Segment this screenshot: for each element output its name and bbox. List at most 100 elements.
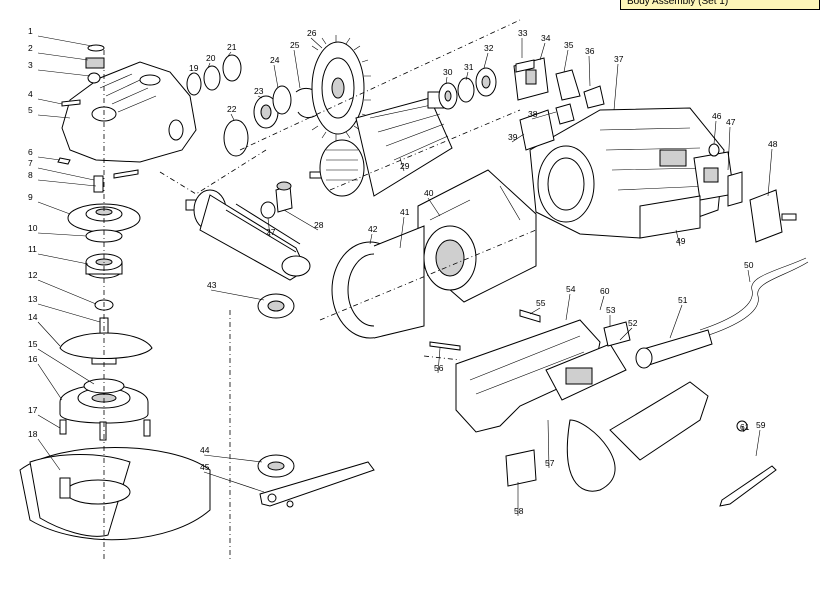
callout-21: 21: [227, 42, 237, 52]
callout-leader-44: [203, 454, 263, 463]
callout-4: 4: [28, 89, 33, 99]
callout-40: 40: [424, 188, 434, 198]
callout-46: 46: [712, 111, 722, 121]
callout-leader-24: [273, 64, 279, 89]
callout-53: 53: [606, 305, 616, 315]
part-21-drawing: [222, 54, 242, 82]
callout-54: 54: [566, 284, 576, 294]
callout-leader-12: [37, 279, 97, 305]
callout-30: 30: [443, 67, 453, 77]
callout-leader-57: [547, 419, 550, 469]
callout-leader-15: [37, 348, 95, 385]
callout-23: 23: [254, 86, 264, 96]
part-46-drawing: [708, 143, 720, 157]
screw-17b-drawing: [99, 421, 107, 441]
callout-leader-14: [37, 321, 61, 347]
callout-20: 20: [206, 53, 216, 63]
callout-31: 31: [464, 62, 474, 72]
callout-leader-6: [37, 156, 61, 161]
callout-1: 1: [28, 26, 33, 36]
callout-leader-32: [483, 52, 489, 69]
bevel-gear-drawing: [311, 35, 371, 141]
screw-17a-drawing: [59, 419, 67, 435]
callout-36: 36: [585, 46, 595, 56]
handle-half-drawing: [455, 319, 601, 433]
callout-leader-46: [713, 120, 717, 145]
callout-7: 7: [28, 158, 33, 168]
fan-baffle-drawing: [331, 225, 425, 339]
part-spring-drawing: [85, 57, 105, 69]
callout-leader-34: [539, 42, 546, 61]
wheel-guard-drawing: [19, 447, 211, 541]
callout-leader-1: [37, 35, 93, 47]
spring-clip-drawing: [59, 332, 153, 359]
callout-leader-31: [465, 71, 469, 81]
part-39-drawing: [519, 109, 555, 151]
callout-leader-19: [188, 72, 194, 77]
callout-35: 35: [564, 40, 574, 50]
callout-57: 57: [545, 458, 555, 468]
callout-leader-50: [747, 269, 751, 283]
retaining-ring-drawing: [85, 229, 123, 243]
callout-2: 2: [28, 43, 33, 53]
callout-44: 44: [200, 445, 210, 455]
callout-leader-23: [257, 95, 263, 99]
part-20-drawing: [203, 65, 221, 91]
callout-43: 43: [207, 280, 217, 290]
bearing-44-drawing: [257, 454, 295, 478]
callout-29: 29: [400, 161, 410, 171]
callout-leader-10: [37, 232, 87, 237]
callout-leader-40: [427, 197, 441, 217]
rear-handle-drawing: [566, 381, 709, 492]
callout-25: 25: [290, 40, 300, 50]
part-30-drawing: [438, 82, 458, 110]
cord-drawing: [699, 257, 809, 337]
callout-42: 42: [368, 224, 378, 234]
part-27-drawing: [260, 201, 276, 219]
lock-plate-drawing: [259, 461, 375, 508]
callout-leader-8: [37, 179, 97, 187]
screw-17c-drawing: [143, 419, 151, 437]
stator-drawing: [417, 169, 537, 303]
callout-leader-25: [293, 49, 301, 89]
callout-leader-60: [599, 295, 605, 311]
callout-leader-48: [767, 148, 773, 197]
callout-16: 16: [28, 354, 38, 364]
callout-leader-43: [210, 289, 265, 301]
callout-leader-30: [445, 76, 448, 85]
callout-47: 47: [726, 117, 736, 127]
callout-leader-9: [37, 201, 71, 215]
callout-37: 37: [614, 54, 624, 64]
side-handle-drawing: [185, 189, 311, 281]
callout-leader-21: [227, 51, 232, 57]
callout-leader-56: [437, 347, 441, 374]
callout-13: 13: [28, 294, 38, 304]
part-53-drawing: [603, 321, 631, 347]
part-55-drawing: [519, 309, 541, 323]
callout-27: 27: [266, 227, 276, 237]
callout-28: 28: [314, 220, 324, 230]
callout-6: 6: [28, 147, 33, 157]
callout-18: 18: [28, 429, 38, 439]
callout-32: 32: [484, 43, 494, 53]
callout-leader-41: [399, 216, 405, 249]
callout-33: 33: [518, 28, 528, 38]
callout-leader-51: [669, 304, 683, 339]
part-58-drawing: [505, 449, 537, 487]
part-screw-small-drawing: [57, 157, 71, 165]
callout-5: 5: [28, 105, 33, 115]
part-screw-drawing: [61, 99, 81, 107]
callout-labels: 1234567891011121314151617181920212223242…: [28, 26, 778, 516]
callout-11: 11: [28, 244, 37, 254]
callout-50: 50: [744, 260, 754, 270]
gear-housing-drawing: [61, 61, 197, 163]
callout-12: 12: [28, 270, 38, 280]
part-33-drawing: [515, 59, 535, 73]
callout-55: 55: [536, 298, 546, 308]
cord-guard-drawing: [635, 329, 713, 369]
part-screw-long-drawing: [113, 169, 139, 179]
callout-leader-18: [37, 438, 61, 471]
callout-51: 51: [678, 295, 688, 305]
callout-leader-61: [741, 425, 745, 433]
